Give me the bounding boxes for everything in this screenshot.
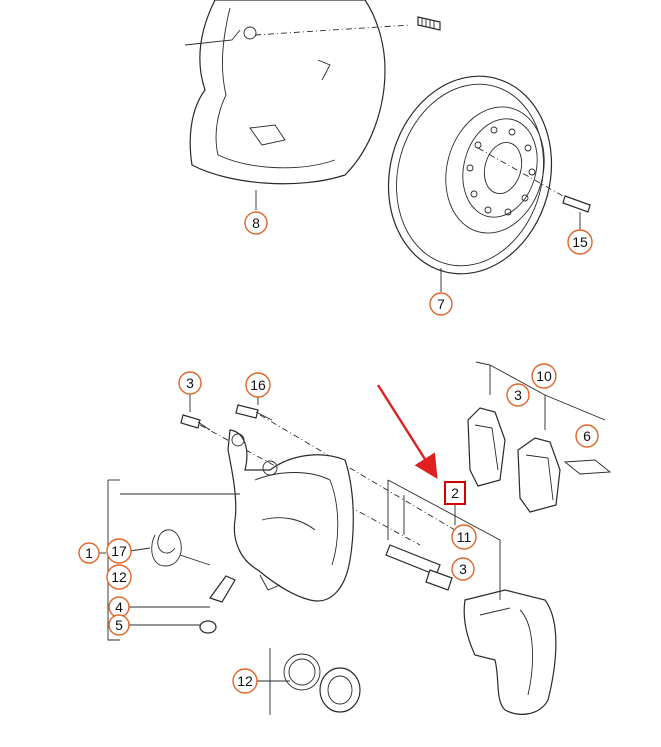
callout-circle <box>106 564 132 590</box>
callout-10[interactable]: 10 <box>531 363 557 389</box>
callout-17[interactable]: 17 <box>106 538 132 564</box>
brake-disc-drawing <box>387 75 591 292</box>
callout-label: 7 <box>437 296 445 312</box>
callout-label: 1 <box>85 545 93 561</box>
callout-3-bolt[interactable]: 3 <box>178 371 202 395</box>
callout-12-kit[interactable]: 12 <box>232 668 258 694</box>
callout-16[interactable]: 16 <box>245 372 271 398</box>
splash-shield-drawing <box>184 0 441 210</box>
callout-circle <box>244 211 268 235</box>
callout-circle <box>78 542 100 564</box>
callout-label: 11 <box>457 529 472 545</box>
callout-label: 15 <box>572 234 588 250</box>
callout-circle <box>232 668 258 694</box>
callout-4[interactable]: 4 <box>108 596 130 618</box>
callout-label: 12 <box>111 569 127 585</box>
callout-label: 6 <box>583 428 591 444</box>
caliper-drawing <box>98 361 612 715</box>
callout-label: 8 <box>252 215 260 231</box>
callout-label: 10 <box>536 368 552 384</box>
callout-circle <box>451 557 475 581</box>
callout-11[interactable]: 11 <box>451 524 477 550</box>
callout-circle <box>567 229 593 255</box>
callout-1[interactable]: 1 <box>78 542 100 564</box>
callout-circle <box>178 371 202 395</box>
highlight-arrow <box>376 384 438 480</box>
callout-8[interactable]: 8 <box>244 211 268 235</box>
callout-3-pin[interactable]: 3 <box>451 557 475 581</box>
callout-circle <box>245 372 271 398</box>
callout-circle <box>575 424 599 448</box>
callout-label: 3 <box>514 387 522 403</box>
callout-5[interactable]: 5 <box>108 614 130 636</box>
callout-label: 3 <box>186 375 194 391</box>
callout-2-highlighted[interactable]: 2 <box>444 481 466 505</box>
callout-circle <box>108 614 130 636</box>
highlight-box <box>444 481 466 505</box>
callout-label: 16 <box>250 377 266 393</box>
callout-3-pads[interactable]: 3 <box>506 383 530 407</box>
callout-12-caliper[interactable]: 12 <box>106 564 132 590</box>
callout-7[interactable]: 7 <box>429 292 453 316</box>
callout-circle <box>531 363 557 389</box>
callout-15[interactable]: 15 <box>567 229 593 255</box>
callout-circle <box>429 292 453 316</box>
callout-label: 4 <box>115 599 123 615</box>
callout-label: 17 <box>111 543 127 559</box>
callout-circle <box>451 524 477 550</box>
callout-6[interactable]: 6 <box>575 424 599 448</box>
callout-circle <box>506 383 530 407</box>
callout-circle <box>106 538 132 564</box>
callout-label: 3 <box>459 561 467 577</box>
callout-label: 2 <box>451 485 459 501</box>
callout-label: 5 <box>115 617 123 633</box>
callout-label: 12 <box>237 673 253 689</box>
